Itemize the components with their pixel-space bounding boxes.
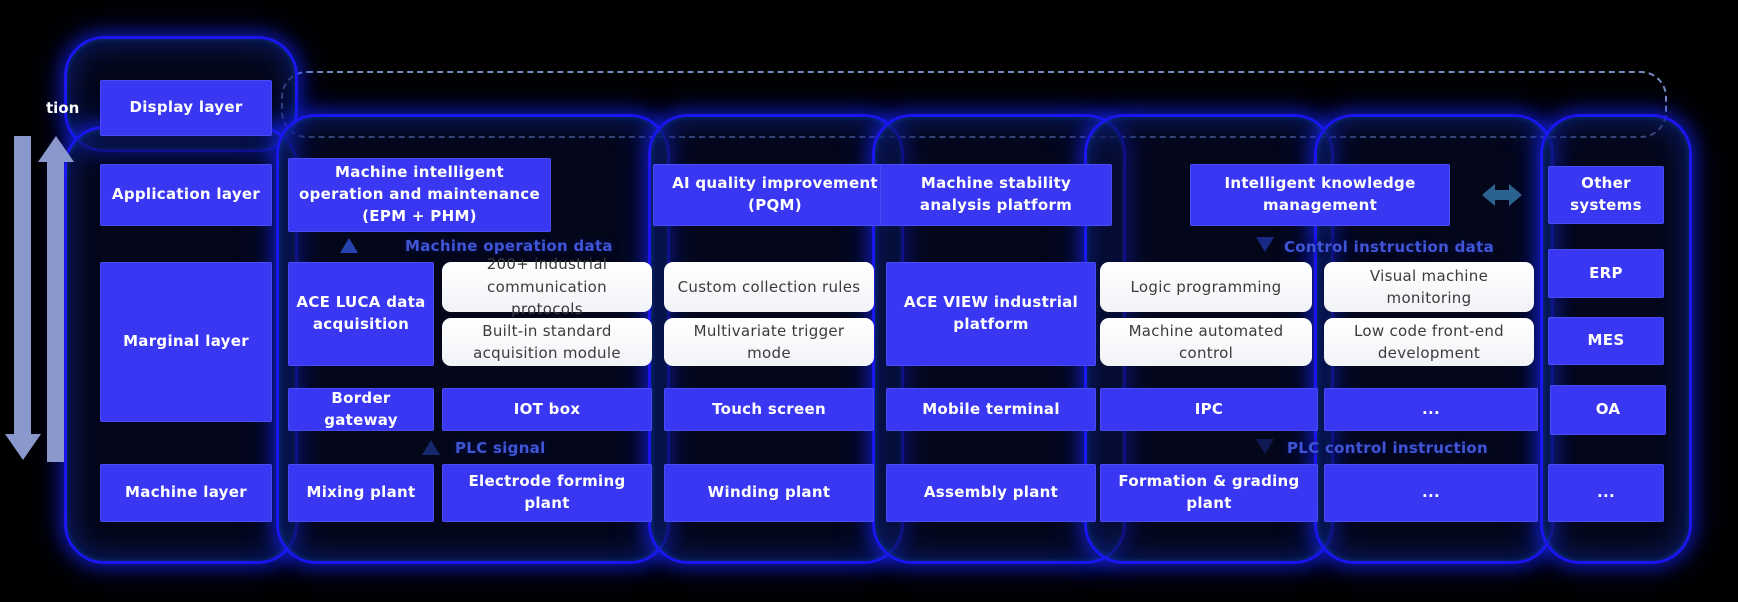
up-arrow-shaft: [47, 160, 64, 462]
down-arrow-head: [5, 434, 41, 460]
application-layer-box: Application layer: [100, 164, 272, 226]
up-arrow-icon: [340, 238, 358, 253]
app-box-ai-quality-improvement: AI quality improvement (PQM): [653, 164, 897, 226]
other-systems-ellipsis-box: ...: [1548, 464, 1664, 522]
ace-view-industrial-platform-box: ACE VIEW industrial platform: [886, 262, 1096, 366]
plant-assembly-box: Assembly plant: [886, 464, 1096, 522]
card-multivariate-trigger-mode: Multivariate trigger mode: [664, 318, 874, 366]
down-arrow-icon: [1256, 439, 1274, 454]
clipped-left-label: tion: [46, 99, 80, 117]
plant-mixing-box: Mixing plant: [288, 464, 434, 522]
card-custom-collection-rules: Custom collection rules: [664, 262, 874, 312]
device-iot-box: IOT box: [442, 388, 652, 431]
marginal-layer-box: Marginal layer: [100, 262, 272, 422]
down-arrow-shaft: [14, 136, 31, 436]
plant-winding-box: Winding plant: [664, 464, 874, 522]
display-layer-box: Display layer: [100, 80, 272, 136]
device-ellipsis-box: ...: [1324, 388, 1538, 431]
ace-luca-data-acquisition-box: ACE LUCA data acquisition: [288, 262, 434, 366]
bidirectional-arrow-right-head: [1509, 184, 1522, 206]
card-industrial-communication-protocols: 200+ industrial communication protocols: [442, 255, 652, 318]
up-arrow-head: [38, 136, 74, 162]
plant-ellipsis-box: ...: [1324, 464, 1538, 522]
plant-electrode-forming-box: Electrode forming plant: [442, 464, 652, 522]
device-mobile-terminal-box: Mobile terminal: [886, 388, 1096, 431]
app-box-machine-intelligent-om: Machine intelligent operation and mainte…: [288, 158, 551, 232]
card-low-code-front-end-development: Low code front-end development: [1324, 318, 1534, 366]
flow-label-control-instruction-data: Control instruction data: [1284, 238, 1494, 256]
erp-box: ERP: [1548, 249, 1664, 298]
other-systems-box: Other systems: [1548, 166, 1664, 224]
device-touch-screen-box: Touch screen: [664, 388, 874, 431]
flow-label-machine-operation-data: Machine operation data: [405, 237, 613, 255]
app-box-machine-stability-analysis: Machine stability analysis platform: [880, 164, 1112, 226]
down-arrow-icon: [1256, 237, 1274, 252]
flow-label-plc-signal: PLC signal: [455, 439, 546, 457]
machine-layer-box: Machine layer: [100, 464, 272, 522]
card-machine-automated-control: Machine automated control: [1100, 318, 1312, 366]
oa-box: OA: [1550, 385, 1666, 435]
flow-label-plc-control-instruction: PLC control instruction: [1287, 439, 1488, 457]
card-visual-machine-monitoring: Visual machine monitoring: [1324, 262, 1534, 312]
app-box-intelligent-knowledge-management: Intelligent knowledge management: [1190, 164, 1450, 226]
device-border-gateway-box: Border gateway: [288, 388, 434, 431]
plant-formation-grading-box: Formation & grading plant: [1100, 464, 1318, 522]
mes-box: MES: [1548, 317, 1664, 365]
bidirectional-arrow-left-head: [1482, 184, 1495, 206]
bidirectional-arrow-body: [1494, 190, 1510, 200]
up-arrow-icon: [422, 440, 440, 455]
bidirectional-arrow-icon: [1482, 184, 1522, 206]
device-ipc-box: IPC: [1100, 388, 1318, 431]
card-logic-programming: Logic programming: [1100, 262, 1312, 312]
card-built-in-standard-acquisition-module: Built-in standard acquisition module: [442, 318, 652, 366]
